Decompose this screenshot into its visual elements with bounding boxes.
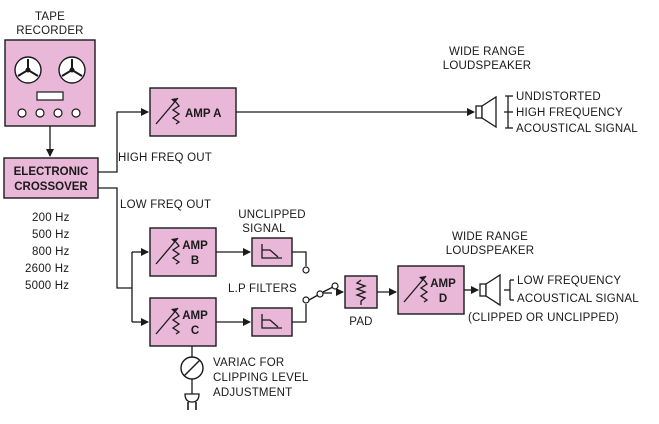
frequency-item: 2600 Hz bbox=[25, 263, 69, 275]
frequency-item: 800 Hz bbox=[32, 246, 70, 258]
unclipped-signal-label-line2: SIGNAL bbox=[242, 223, 286, 235]
speaker-bottom-title-line1: WIDE RANGE bbox=[452, 231, 528, 243]
switch-contact-top bbox=[302, 266, 310, 274]
connector-high-freq bbox=[98, 108, 149, 173]
speaker-top-desc-line3: ACOUSTICAL SIGNAL bbox=[516, 123, 638, 135]
power-plug-icon bbox=[184, 393, 200, 410]
low-freq-out-label: LOW FREQ OUT bbox=[120, 199, 211, 211]
speaker-top-bracket bbox=[504, 95, 513, 129]
frequency-item: 200 Hz bbox=[32, 212, 70, 224]
speaker-top-desc-line2: HIGH FREQUENCY bbox=[516, 107, 623, 119]
loudspeaker-icon bbox=[479, 273, 501, 307]
tape-recorder-label-line2: RECORDER bbox=[16, 25, 83, 37]
speaker-bottom-bracket bbox=[504, 279, 514, 301]
amp-d-label-line1: AMP bbox=[430, 278, 456, 290]
tape-recorder-label-line1: TAPE bbox=[35, 11, 65, 23]
variable-resistor-icon bbox=[155, 97, 181, 125]
amp-c-label-line2: C bbox=[191, 325, 199, 337]
connector-filter-bottom-to-switch bbox=[292, 304, 307, 323]
pad-label: PAD bbox=[349, 316, 372, 328]
speaker-bottom-desc-line2: ACOUSTICAL SIGNAL bbox=[517, 293, 639, 305]
variac-label-line3: ADJUSTMENT bbox=[213, 387, 292, 399]
unclipped-signal-label-line1: UNCLIPPED bbox=[238, 209, 306, 221]
amp-d-label-line2: D bbox=[439, 293, 447, 305]
speaker-bottom-desc-line1: LOW FREQUENCY bbox=[517, 275, 621, 287]
variac-knob-icon bbox=[180, 356, 204, 380]
pad-block bbox=[344, 275, 378, 309]
amp-b-block: AMP B bbox=[149, 227, 217, 277]
variac-label-line2: CLIPPING LEVEL bbox=[213, 372, 309, 384]
tape-recorder-icon bbox=[4, 39, 96, 127]
variac-label-line1: VARIAC FOR bbox=[213, 357, 284, 369]
loudspeaker-icon bbox=[475, 95, 497, 129]
frequency-item: 500 Hz bbox=[32, 229, 70, 241]
selector-switch-icon bbox=[308, 282, 339, 301]
electronic-crossover-block: ELECTRONIC CROSSOVER bbox=[3, 157, 99, 199]
amp-a-block: AMP A bbox=[149, 87, 237, 137]
lp-filter-bottom-block bbox=[251, 307, 293, 337]
high-freq-out-label: HIGH FREQ OUT bbox=[118, 152, 212, 164]
amp-c-label-line1: AMP bbox=[182, 310, 208, 322]
crossover-label-line1: ELECTRONIC bbox=[14, 166, 89, 178]
amp-c-block: AMP C bbox=[149, 297, 217, 347]
crossover-frequency-list: 200 Hz 500 Hz 800 Hz 2600 Hz 5000 Hz bbox=[25, 212, 70, 292]
connector-filter-top-to-switch bbox=[292, 251, 307, 266]
amp-b-label-line1: AMP bbox=[182, 240, 208, 252]
lp-filters-label: L.P FILTERS bbox=[228, 283, 297, 295]
switch-contact-bottom bbox=[302, 296, 310, 304]
amp-b-label-line2: B bbox=[191, 255, 199, 267]
speaker-top-desc-line1: UNDISTORTED bbox=[516, 91, 601, 103]
connector-low-freq bbox=[98, 187, 132, 289]
amp-a-label: AMP A bbox=[185, 108, 221, 120]
amp-d-block: AMP D bbox=[397, 265, 465, 315]
frequency-item: 5000 Hz bbox=[25, 280, 69, 292]
crossover-label-line2: CROSSOVER bbox=[14, 181, 88, 193]
speaker-top-title-line1: WIDE RANGE bbox=[449, 46, 525, 58]
speaker-bottom-desc-line3: (CLIPPED OR UNCLIPPED) bbox=[468, 312, 619, 324]
lp-filter-top-block bbox=[251, 237, 293, 267]
speaker-bottom-title-line2: LOUDSPEAKER bbox=[446, 245, 534, 257]
speaker-top-title-line2: LOUDSPEAKER bbox=[443, 60, 531, 72]
